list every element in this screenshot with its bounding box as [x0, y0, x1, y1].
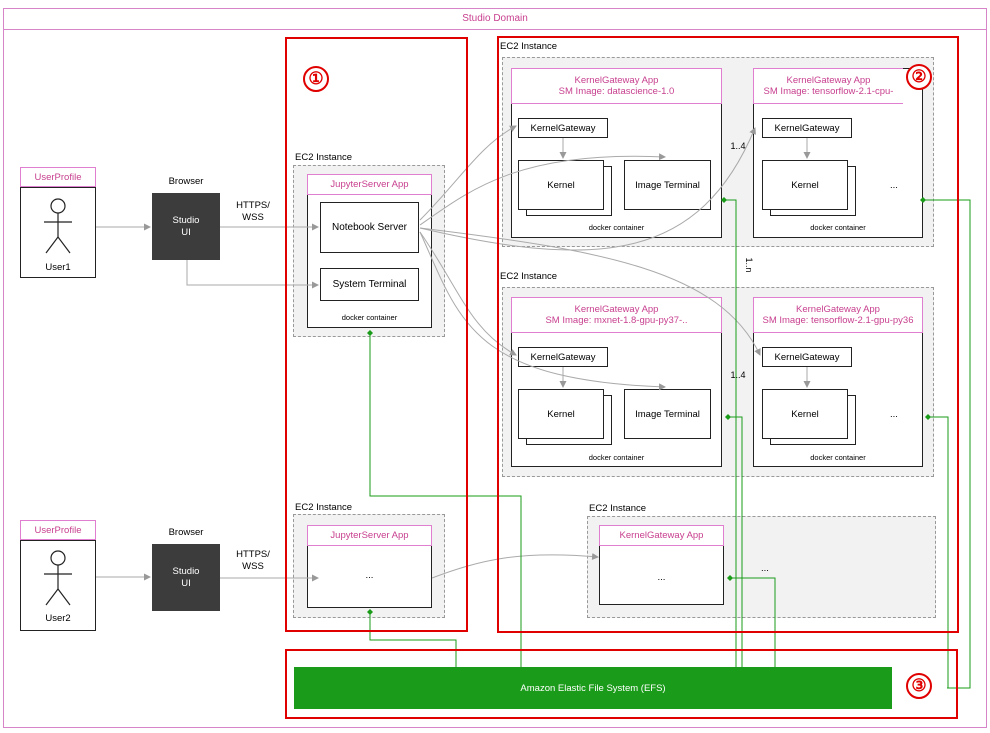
docker-container-label: docker container — [341, 313, 398, 322]
ellipsis-label: ... — [890, 409, 898, 420]
kernel-gateway-box: KernelGateway — [762, 118, 852, 138]
ellipsis-label: ... — [890, 180, 898, 191]
highlight-region-3 — [285, 649, 958, 719]
kg-app-name: KernelGateway App — [574, 304, 659, 315]
kernel-gateway-app-title: KernelGateway App SM Image: tensorflow-2… — [753, 297, 923, 333]
jupyter-server-app-title: JupyterServer App — [307, 174, 432, 195]
kg-image-name: SM Image: tensorflow-2.1-cpu- — [763, 86, 894, 97]
image-terminal-box: Image Terminal — [624, 389, 711, 439]
ec2-label: EC2 Instance — [500, 41, 558, 52]
studio-ui-line2: UI — [181, 577, 191, 589]
protocol-line1: HTTPS/ — [236, 549, 270, 560]
stick-figure-icon — [44, 198, 72, 254]
browser-label: Browser — [168, 176, 204, 187]
kernel-gateway-app-title: KernelGateway App SM Image: mxnet-1.8-gp… — [511, 297, 722, 333]
ec2-label: EC2 Instance — [589, 503, 647, 514]
kernel-gateway-app-title: KernelGateway App — [599, 525, 724, 546]
protocol-line2: WSS — [242, 561, 264, 572]
browser-label: Browser — [168, 527, 204, 538]
kernel-box: Kernel — [518, 160, 604, 210]
callout-number-3: ③ — [906, 673, 932, 699]
ellipsis-label: ... — [365, 570, 374, 581]
notebook-server-box: Notebook Server — [320, 202, 419, 253]
kernel-gateway-box: KernelGateway — [762, 347, 852, 367]
kernel-gateway-box: KernelGateway — [518, 118, 608, 138]
image-terminal-box: Image Terminal — [624, 160, 711, 210]
kernel-gateway-app-title: KernelGateway App SM Image: datascience-… — [511, 68, 722, 104]
docker-container-label: docker container — [588, 223, 645, 232]
kg-image-name: SM Image: tensorflow-2.1-gpu-py36 — [762, 315, 914, 326]
multiplicity-label: 1..4 — [730, 370, 746, 380]
kernel-box: Kernel — [762, 160, 848, 210]
user-profile-title: UserProfile — [20, 167, 96, 187]
docker-container-label: docker container — [810, 453, 866, 462]
kg-app-name: KernelGateway App — [796, 304, 880, 315]
docker-container-label: docker container — [810, 223, 866, 232]
protocol-line2: WSS — [242, 212, 264, 223]
kernel-box: Kernel — [518, 389, 604, 439]
protocol-label: HTTPS/ WSS — [228, 200, 278, 224]
ec2-label: EC2 Instance — [500, 271, 558, 282]
kg-image-name: SM Image: datascience-1.0 — [558, 86, 675, 97]
highlight-region-1 — [285, 37, 468, 632]
studio-domain-frame — [3, 8, 987, 728]
kernel-box: Kernel — [762, 389, 848, 439]
kernel-gateway-box: KernelGateway — [518, 347, 608, 367]
multiplicity-label: 1..4 — [730, 141, 746, 151]
system-terminal-box: System Terminal — [320, 268, 419, 301]
studio-ui-line1: Studio — [172, 565, 200, 577]
ellipsis-label: ... — [657, 572, 666, 583]
docker-container-label: docker container — [588, 453, 645, 462]
user-profile-title: UserProfile — [20, 520, 96, 540]
protocol-label: HTTPS/ WSS — [228, 549, 278, 573]
callout-number-2: ② — [906, 64, 932, 90]
ec2-label: EC2 Instance — [295, 152, 353, 163]
kg-app-name: KernelGateway App — [574, 75, 659, 86]
kernel-gateway-app-title: KernelGateway App SM Image: tensorflow-2… — [753, 68, 903, 104]
studio-ui-box: Studio UI — [152, 544, 220, 611]
studio-ui-box: Studio UI — [152, 193, 220, 260]
callout-number-1: ① — [303, 66, 329, 92]
user1-name: User1 — [45, 262, 71, 273]
user2-name: User2 — [45, 613, 71, 624]
kg-app-name: KernelGateway App — [786, 75, 871, 86]
highlight-region-2 — [497, 36, 959, 633]
studio-domain-title: Studio Domain — [3, 8, 987, 30]
studio-ui-line2: UI — [181, 226, 191, 238]
ellipsis-label: ... — [761, 563, 769, 574]
efs-bar: Amazon Elastic File System (EFS) — [294, 667, 892, 709]
jupyter-server-app-title: JupyterServer App — [307, 525, 432, 546]
studio-ui-line1: Studio — [172, 214, 200, 226]
protocol-line1: HTTPS/ — [236, 200, 270, 211]
kg-image-name: SM Image: mxnet-1.8-gpu-py37-.. — [545, 315, 688, 326]
ec2-label: EC2 Instance — [295, 502, 353, 513]
stick-figure-icon — [44, 550, 72, 606]
